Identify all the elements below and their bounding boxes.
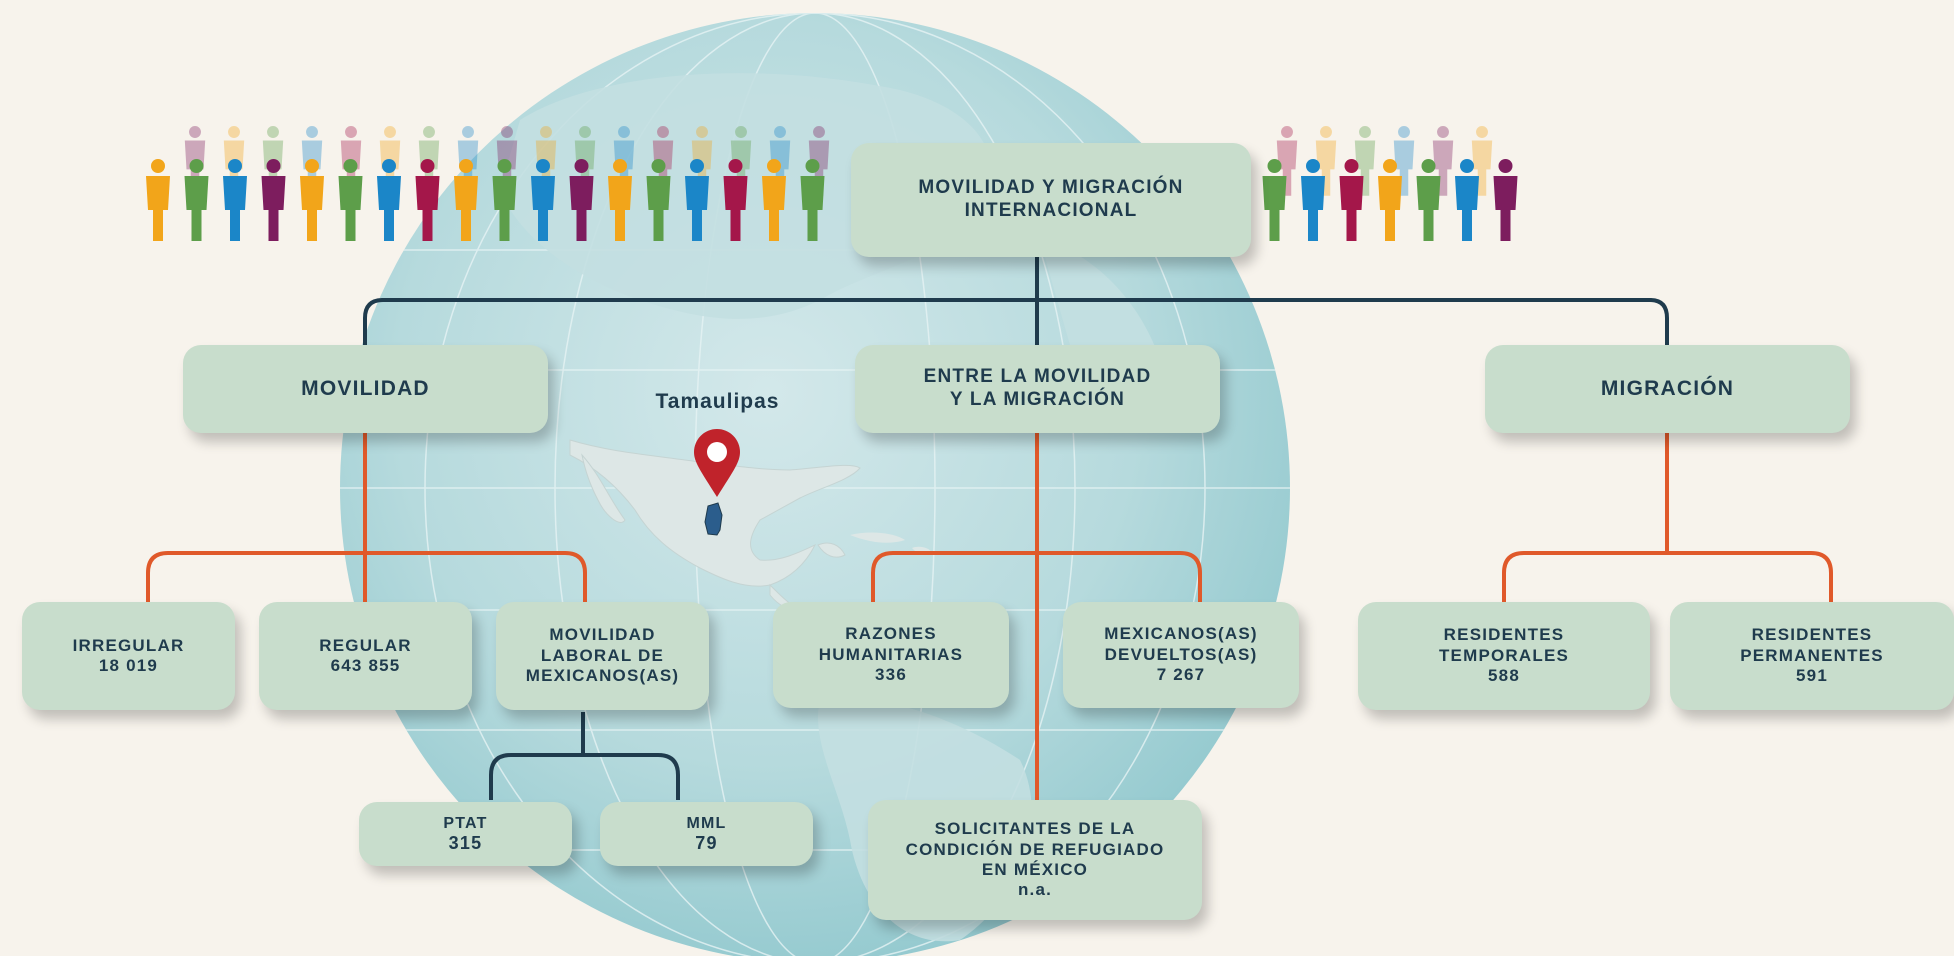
leaf-ptat-value: 315 [448,832,483,853]
leaf-mml-value: 79 [695,832,718,853]
person-icon [300,159,324,241]
root-line2: INTERNACIONAL [964,200,1138,221]
person-icon [1493,159,1518,241]
leaf-regular-value: 643 855 [330,656,401,675]
person-icon [1339,159,1364,241]
leaf-temporales-line2: TEMPORALES [1438,645,1570,665]
person-icon [1455,159,1479,241]
leaf-laboral-line2: LABORAL DE [540,645,665,665]
person-icon [415,159,440,241]
person-icon [723,159,748,241]
location-pin-icon [694,429,740,497]
leaf-mml: MML 79 [600,802,813,866]
leaf-permanentes-line2: PERMANENTES [1740,645,1884,665]
person-icon [1301,159,1325,241]
person-icon [1378,159,1402,241]
person-icon [1262,159,1287,241]
leaf-irregular-value: 18 019 [98,656,159,675]
root-node: MOVILIDAD Y MIGRACIÓN INTERNACIONAL [851,143,1251,257]
person-icon [1276,126,1298,196]
leaf-laboral: MOVILIDAD LABORAL DE MEXICANOS(AS) [496,602,709,710]
person-icon [800,159,825,241]
people-figures [146,126,1518,241]
person-icon [1393,126,1415,196]
leaf-regular: REGULAR 643 855 [259,602,472,710]
leaf-humanitarias-value: 336 [875,665,907,685]
connector-lines-primary [363,255,1669,800]
leaf-solicitantes-line1: SOLICITANTES DE LA [934,819,1136,839]
leaf-devueltos: MEXICANOS(AS) DEVUELTOS(AS) 7 267 [1063,602,1299,708]
leaf-permanentes: RESIDENTES PERMANENTES 591 [1670,602,1954,710]
leaf-ptat-label: PTAT [443,814,488,832]
leaf-humanitarias: RAZONES HUMANITARIAS 336 [773,602,1009,708]
person-icon [685,159,709,241]
person-icon [531,159,555,241]
leaf-solicitantes: SOLICITANTES DE LA CONDICIÓN DE REFUGIAD… [868,800,1202,920]
leaf-irregular: IRREGULAR 18 019 [22,602,235,710]
person-icon [1354,126,1376,196]
leaf-regular-label: REGULAR [319,635,412,655]
leaf-temporales-value: 588 [1488,666,1520,686]
leaf-devueltos-line1: MEXICANOS(AS) [1104,624,1258,644]
person-icon [569,159,594,241]
leaf-laboral-line1: MOVILIDAD [549,625,656,645]
person-icon [223,159,247,241]
person-icon [762,159,786,241]
branch-movilidad: MOVILIDAD [183,345,548,433]
person-icon [1471,126,1493,196]
root-line1: MOVILIDAD Y MIGRACIÓN [918,177,1184,199]
branch-entre: ENTRE LA MOVILIDAD Y LA MIGRACIÓN [855,345,1220,433]
person-icon [1416,159,1441,241]
branch-entre-line1: ENTRE LA MOVILIDAD [923,366,1152,388]
person-icon [146,159,170,241]
leaf-permanentes-value: 591 [1796,666,1828,686]
leaf-temporales-line1: RESIDENTES [1443,625,1565,645]
leaf-solicitantes-line3: EN MÉXICO [981,860,1089,879]
tamaulipas-region [704,502,723,536]
branch-migracion: MIGRACIÓN [1485,345,1850,433]
connector-lines-secondary [146,433,1833,800]
branch-movilidad-label: MOVILIDAD [301,377,430,401]
leaf-humanitarias-line1: RAZONES [845,624,937,644]
person-icon [646,159,671,241]
person-icon [1432,126,1454,196]
person-icon [261,159,286,241]
leaf-mml-label: MML [686,814,727,832]
leaf-irregular-label: IRREGULAR [72,635,185,655]
person-icon [1315,126,1337,196]
person-icon [184,159,209,241]
person-icon [454,159,478,241]
branch-migracion-label: MIGRACIÓN [1600,377,1735,401]
branch-entre-line2: Y LA MIGRACIÓN [949,389,1126,410]
leaf-solicitantes-line2: CONDICIÓN DE REFUGIADO [905,839,1165,859]
leaf-permanentes-line1: RESIDENTES [1751,625,1873,645]
leaf-solicitantes-value: n.a. [1017,880,1053,900]
leaf-laboral-line3: MEXICANOS(AS) [525,666,680,686]
person-icon [492,159,517,241]
person-icon [377,159,401,241]
leaf-temporales: RESIDENTES TEMPORALES 588 [1358,602,1650,710]
state-label: Tamaulipas [655,390,780,413]
leaf-devueltos-value: 7 267 [1156,665,1206,685]
person-icon [608,159,632,241]
leaf-ptat: PTAT 315 [359,802,572,866]
leaf-devueltos-line2: DEVUELTOS(AS) [1104,644,1258,664]
person-icon [338,159,363,241]
leaf-humanitarias-line2: HUMANITARIAS [818,644,964,664]
